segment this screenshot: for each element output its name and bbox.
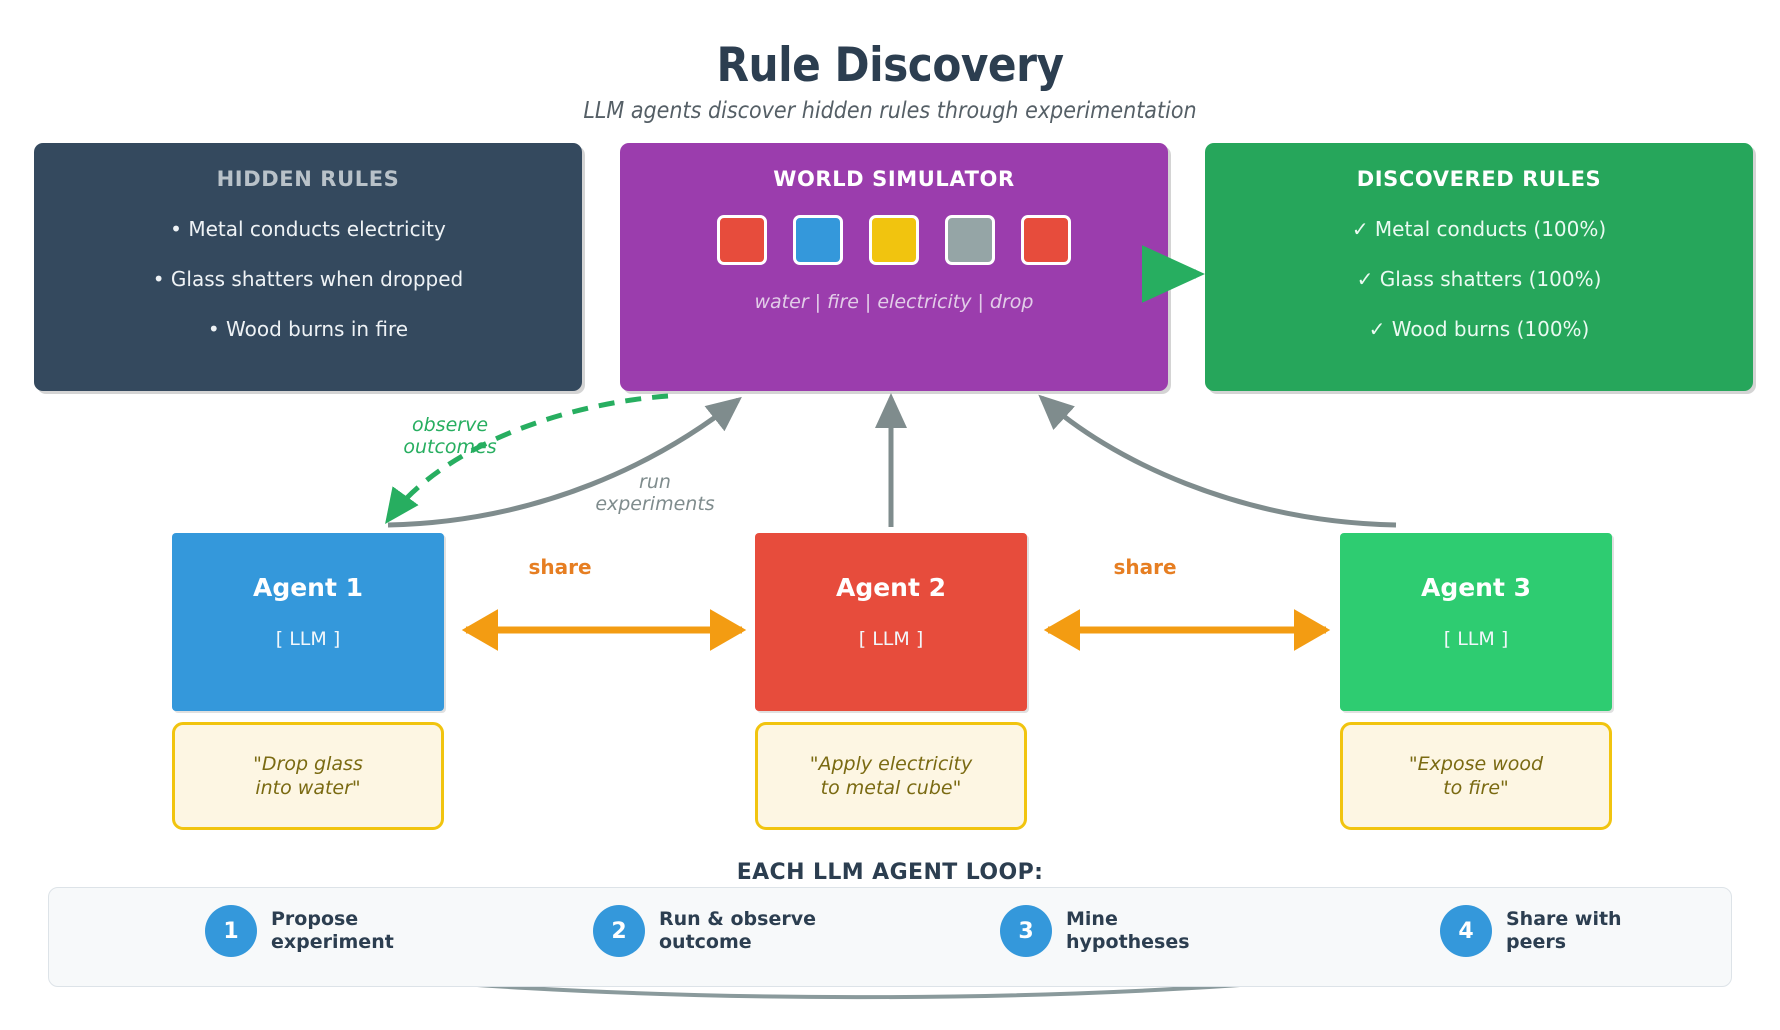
- loop-step-4-number: 4: [1440, 905, 1492, 957]
- discovered-rule-item: ✓ Metal conducts (100%): [1351, 217, 1607, 241]
- world-actions-label: water | fire | electricity | drop: [754, 291, 1034, 313]
- agent-card-2[interactable]: Agent 2 [ LLM ]: [755, 533, 1027, 711]
- hidden-rule-item: • Metal conducts electricity: [170, 217, 446, 241]
- agent-1-llm-badge: [ LLM ]: [275, 628, 341, 650]
- agent-1-experiment-note: "Drop glass into water": [172, 722, 444, 830]
- loop-heading: EACH LLM AGENT LOOP:: [736, 860, 1044, 885]
- loop-step-1-number: 1: [205, 905, 257, 957]
- loop-step-4-label: Share with peers: [1506, 907, 1622, 953]
- discovered-rules-panel: DISCOVERED RULES ✓ Metal conducts (100%)…: [1205, 143, 1753, 391]
- discovered-rule-item: ✓ Wood burns (100%): [1368, 317, 1590, 341]
- hidden-rule-item: • Wood burns in fire: [207, 317, 409, 341]
- cube-blue: [793, 215, 843, 265]
- share-label-2: share: [1113, 555, 1177, 579]
- agent-2-experiment-note: "Apply electricity to metal cube": [755, 722, 1027, 830]
- loop-step-1[interactable]: 1 Propose experiment: [205, 905, 394, 957]
- world-simulator-title: WORLD SIMULATOR: [773, 167, 1015, 191]
- agent-2-llm-badge: [ LLM ]: [858, 628, 924, 650]
- discovered-rules-title: DISCOVERED RULES: [1356, 167, 1602, 191]
- page-subtitle: LLM agents discover hidden rules through…: [583, 98, 1197, 124]
- agent-card-3[interactable]: Agent 3 [ LLM ]: [1340, 533, 1612, 711]
- cube-red-1: [717, 215, 767, 265]
- page-title: Rule Discovery: [716, 38, 1064, 93]
- loop-step-2-number: 2: [593, 905, 645, 957]
- observe-outcomes-label: observe outcomes: [403, 414, 497, 458]
- agent-3-experiment-note: "Expose wood to fire": [1340, 722, 1612, 830]
- loop-step-1-label: Propose experiment: [271, 907, 394, 953]
- cube-red-2: [1021, 215, 1071, 265]
- hidden-rules-panel: HIDDEN RULES • Metal conducts electricit…: [34, 143, 582, 391]
- agent-card-1[interactable]: Agent 1 [ LLM ]: [172, 533, 444, 711]
- hidden-rules-title: HIDDEN RULES: [216, 167, 400, 191]
- loop-step-4[interactable]: 4 Share with peers: [1440, 905, 1622, 957]
- agent-3-llm-badge: [ LLM ]: [1443, 628, 1509, 650]
- loop-step-2-label: Run & observe outcome: [659, 907, 816, 953]
- loop-step-3-number: 3: [1000, 905, 1052, 957]
- loop-step-3[interactable]: 3 Mine hypotheses: [1000, 905, 1190, 957]
- cube-gray: [945, 215, 995, 265]
- agent-2-name: Agent 2: [835, 573, 947, 602]
- run-experiments-label: run experiments: [595, 471, 715, 515]
- world-object-row: [620, 215, 1168, 265]
- hidden-rule-item: • Glass shatters when dropped: [152, 267, 464, 291]
- share-label-1: share: [528, 555, 592, 579]
- loop-step-2[interactable]: 2 Run & observe outcome: [593, 905, 816, 957]
- agent-3-name: Agent 3: [1420, 573, 1532, 602]
- world-simulator-panel: WORLD SIMULATOR water | fire | electrici…: [620, 143, 1168, 391]
- cube-yellow: [869, 215, 919, 265]
- loop-step-3-label: Mine hypotheses: [1066, 907, 1190, 953]
- agent-1-name: Agent 1: [252, 573, 364, 602]
- agent3-to-simulator-arrow: [1038, 394, 1397, 528]
- discovered-rule-item: ✓ Glass shatters (100%): [1356, 267, 1602, 291]
